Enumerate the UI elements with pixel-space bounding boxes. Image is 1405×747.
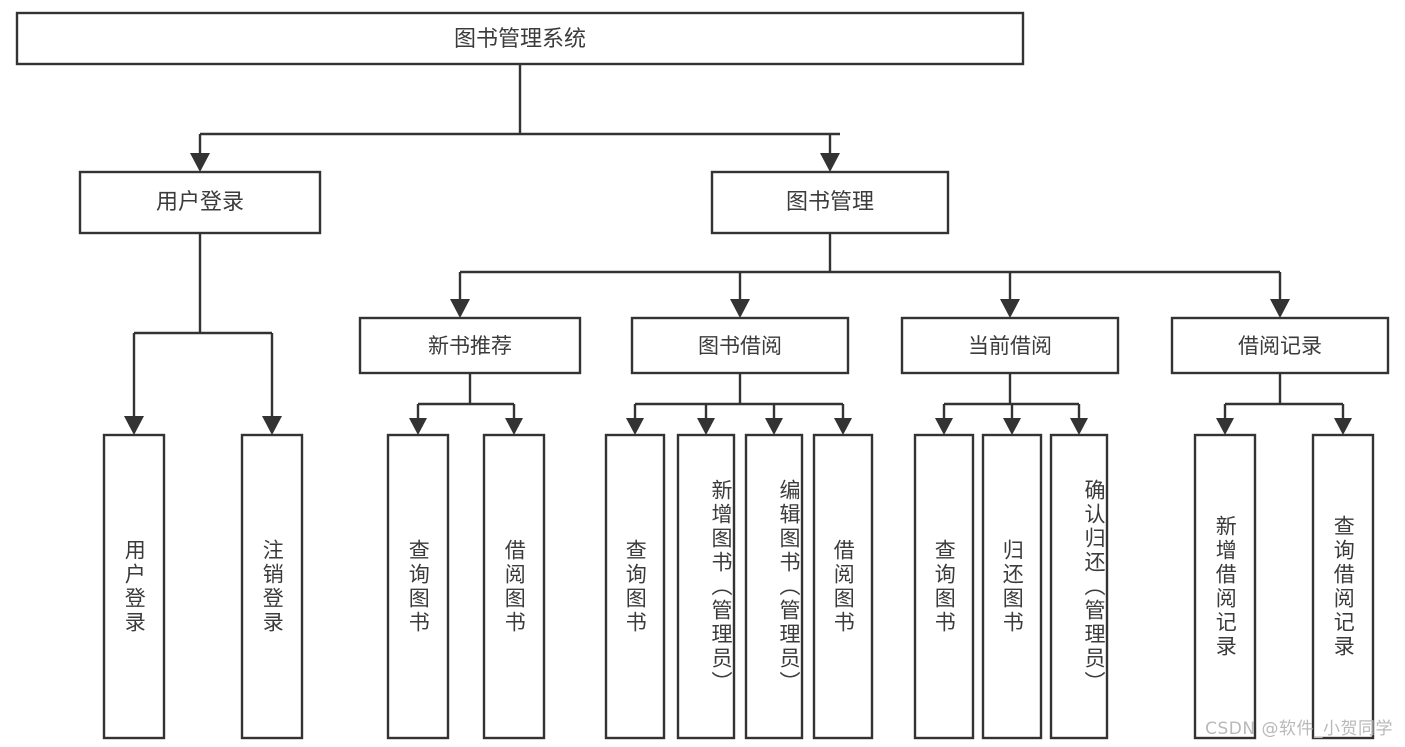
leaf-node-layer xyxy=(102,433,1375,740)
node-book-management[interactable]: 图书管理 xyxy=(710,170,950,235)
arrow-borrow-to-leaf1 xyxy=(626,418,644,435)
node-book-borrow-label: 图书借阅 xyxy=(698,334,782,358)
node-leaf-edit-book-rect[interactable] xyxy=(744,433,804,740)
arrow-record-to-leaf2 xyxy=(1334,418,1352,435)
arrow-userlogin-to-leaf1 xyxy=(124,416,144,435)
arrow-bookmgmt-to-record xyxy=(1270,299,1290,318)
arrow-current-to-leaf3 xyxy=(1070,418,1088,435)
arrow-record-to-leaf1 xyxy=(1216,418,1234,435)
node-leaf-query-book-recommend-rect[interactable] xyxy=(386,433,450,740)
node-root-label: 图书管理系统 xyxy=(454,27,586,52)
node-leaf-query-book-current-rect[interactable] xyxy=(913,433,975,740)
node-current-borrow-label: 当前借阅 xyxy=(968,334,1052,358)
arrow-recommend-to-leaf1 xyxy=(409,418,427,435)
node-user-login[interactable]: 用户登录 xyxy=(78,170,322,235)
connector-layer xyxy=(124,64,1352,435)
node-leaf-confirm-return-rect[interactable] xyxy=(1049,433,1109,740)
node-root[interactable]: 图书管理系统 xyxy=(15,11,1025,66)
csdn-watermark: CSDN @软件_小贺同学 xyxy=(1205,719,1393,739)
arrow-root-to-user-login xyxy=(190,153,210,172)
node-book-management-label: 图书管理 xyxy=(786,190,874,215)
node-leaf-add-book-rect[interactable] xyxy=(676,433,736,740)
node-user-login-rect[interactable] xyxy=(78,170,322,235)
node-leaf-query-borrow-record-rect[interactable] xyxy=(1311,433,1375,740)
node-root-rect[interactable] xyxy=(15,11,1025,66)
node-borrow-record[interactable]: 借阅记录 xyxy=(1170,316,1390,375)
node-book-management-rect[interactable] xyxy=(710,170,950,235)
arrow-borrow-to-leaf4 xyxy=(834,418,852,435)
arrow-root-to-book-management xyxy=(820,153,840,172)
node-leaf-query-book-borrow-rect[interactable] xyxy=(604,433,666,740)
node-book-borrow[interactable]: 图书借阅 xyxy=(630,316,850,375)
node-leaf-borrow-book-rect[interactable] xyxy=(812,433,874,740)
arrow-userlogin-to-leaf2 xyxy=(262,416,282,435)
node-current-borrow[interactable]: 当前借阅 xyxy=(900,316,1120,375)
node-leaf-user-login-rect[interactable] xyxy=(102,433,166,740)
arrow-recommend-to-leaf2 xyxy=(505,418,523,435)
node-new-book-recommend-label: 新书推荐 xyxy=(428,334,512,358)
node-leaf-logout-rect[interactable] xyxy=(240,433,304,740)
arrow-bookmgmt-to-borrow xyxy=(730,299,750,318)
node-user-login-label: 用户登录 xyxy=(156,190,244,215)
node-current-borrow-rect[interactable] xyxy=(900,316,1120,375)
node-leaf-return-book-rect[interactable] xyxy=(981,433,1043,740)
arrow-bookmgmt-to-recommend xyxy=(450,299,470,318)
arrow-current-to-leaf2 xyxy=(1003,418,1021,435)
node-leaf-borrow-book-recommend-rect[interactable] xyxy=(482,433,546,740)
node-new-book-recommend-rect[interactable] xyxy=(358,316,582,375)
arrow-borrow-to-leaf2 xyxy=(697,418,715,435)
node-borrow-record-label: 借阅记录 xyxy=(1238,334,1322,358)
node-layer: 图书管理系统 用户登录 图书管理 新书推荐 图书借阅 当前 xyxy=(15,11,1390,740)
node-borrow-record-rect[interactable] xyxy=(1170,316,1390,375)
arrow-borrow-to-leaf3 xyxy=(765,418,783,435)
node-new-book-recommend[interactable]: 新书推荐 xyxy=(358,316,582,375)
node-book-borrow-rect[interactable] xyxy=(630,316,850,375)
node-leaf-add-borrow-record-rect[interactable] xyxy=(1193,433,1257,740)
arrow-bookmgmt-to-current xyxy=(1000,299,1020,318)
arrow-current-to-leaf1 xyxy=(935,418,953,435)
